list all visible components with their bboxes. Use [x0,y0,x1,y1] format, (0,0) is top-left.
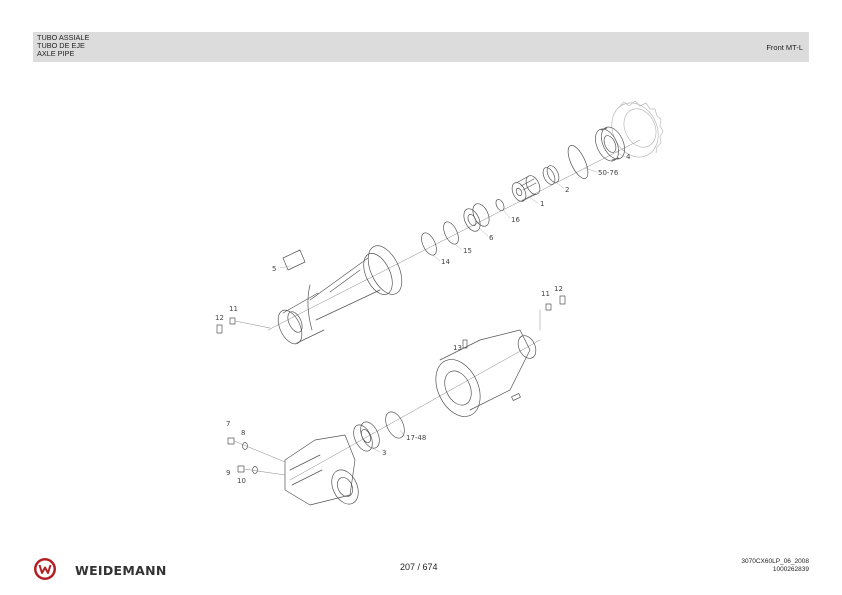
callout-1: 1 [540,200,544,208]
bolts-11-12-left [216,317,271,334]
part-number: 1000262839 [772,565,809,573]
callout-10: 10 [237,477,246,485]
callout-15: 15 [463,247,472,255]
sleeve-6 [463,203,490,232]
page-header: TUBO ASSIALE TUBO DE EJE AXLE PIPE Front… [33,32,809,62]
front-axle-housing [284,434,359,506]
upper-axle-pipe [277,245,403,345]
callout-50-76: 50-76 [598,169,619,177]
model-label: Front MT-L [766,43,803,52]
upper-axis-line [267,139,641,331]
callout-11-right: 11 [541,290,550,298]
callout-8: 8 [241,429,245,437]
document-code: 3070CX60LP_06_2008 1000262839 [741,558,809,573]
snap-ring-16 [495,199,505,211]
splined-hub-1 [511,175,541,202]
callout-6: 6 [489,234,494,242]
callout-5: 5 [272,265,276,273]
page-number: 207 / 674 [400,562,438,572]
bearing-3 [353,421,380,452]
callout-9: 9 [226,469,230,477]
title-english: AXLE PIPE [37,49,75,58]
callout-17-48: 17-48 [406,434,426,442]
callout-13: 13 [453,344,462,352]
ring-gear [611,100,664,158]
seal-15 [443,221,459,245]
callout-4: 4 [626,153,631,161]
title-italian: TUBO ASSIALE [37,33,90,42]
doc-code: 3070CX60LP_06_2008 [741,558,809,565]
leader-lines [279,151,626,453]
brand-name: WEIDEMANN [75,563,167,578]
bolts-11-12-right [539,295,566,331]
o-ring-50-76 [567,145,589,179]
header-titles: TUBO ASSIALE TUBO DE EJE AXLE PIPE [37,34,89,58]
callout-2: 2 [565,186,569,194]
callout-7: 7 [226,420,230,428]
seal-14 [421,232,437,256]
bearing-4 [595,126,625,162]
plugs-seals-7-10 [227,437,286,476]
o-ring-17-48 [385,411,405,439]
spacer-2 [542,165,560,185]
weidemann-logo-icon [34,558,56,580]
lower-axle-housing [435,329,537,417]
callout-3: 3 [382,449,386,457]
callout-11-left: 11 [229,305,238,313]
title-spanish: TUBO DE EJE [37,41,85,50]
cover-plate-5 [282,249,306,271]
callout-14: 14 [441,258,450,266]
callout-12-left: 12 [215,314,224,322]
lower-axis-line [289,339,541,481]
callout-12-right: 12 [554,285,563,293]
callout-16: 16 [511,216,520,224]
